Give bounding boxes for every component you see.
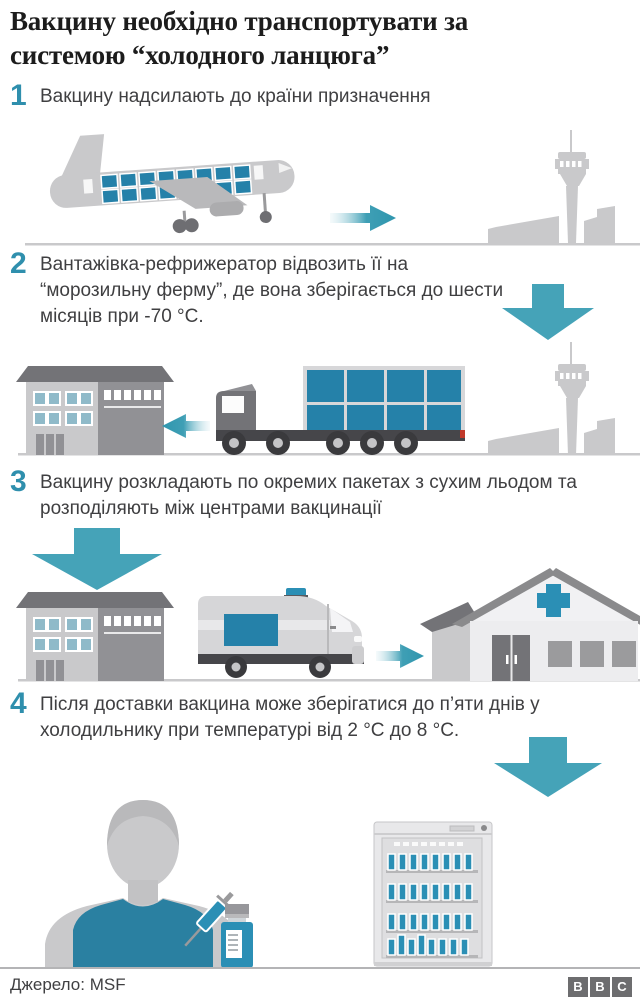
airport-tower-icon <box>488 342 615 455</box>
vaccine-fridge-icon <box>373 821 493 967</box>
source-credit: Джерело: MSF <box>10 975 126 994</box>
step-3-number: 3 <box>10 465 27 498</box>
bbc-logo: B B C <box>568 977 632 997</box>
step-2-text: Вантажівка-рефрижератор відвозить її на … <box>40 254 504 327</box>
down-arrow-icon <box>494 737 602 797</box>
medical-cross-icon <box>537 584 570 617</box>
clinic-icon <box>420 568 640 681</box>
arrow-left-icon <box>162 414 210 438</box>
scene-vaccination <box>45 800 253 968</box>
page-title: Вакцину необхідно транспортувати за сист… <box>10 6 469 70</box>
step-2: 2 Вантажівка-рефрижератор відвозить її н… <box>10 247 510 330</box>
airplane-icon <box>49 134 295 234</box>
step-3: 3 Вакцину розкладають по окремих пакетах… <box>10 465 640 522</box>
step-4: 4 Після доставки вакцина може зберігатис… <box>10 687 640 744</box>
ground-line <box>18 453 640 456</box>
ground-line <box>25 243 640 246</box>
step-1: 1 Вакцину надсилають до країни призначен… <box>10 79 600 112</box>
step-4-text: Після доставки вакцина може зберігатися … <box>40 694 540 741</box>
fridge-hinge <box>481 825 487 831</box>
patient-icon <box>45 800 241 968</box>
arrow-right-icon <box>330 205 396 231</box>
fridge-vent <box>394 842 463 846</box>
vaccine-vial-icon <box>221 904 253 968</box>
vial-rows <box>387 853 473 956</box>
step-1-text: Вакцину надсилають до країни призначення <box>40 86 431 107</box>
bbc-logo-letter: B <box>568 977 588 997</box>
step-2-number: 2 <box>10 247 27 280</box>
scene-van-clinic <box>16 568 640 682</box>
arrow-right-icon <box>376 644 424 668</box>
warehouse-icon <box>16 366 174 455</box>
step-1-number: 1 <box>10 79 27 112</box>
ground-line <box>18 679 640 682</box>
step-4-number: 4 <box>10 687 27 720</box>
bbc-logo-letter: C <box>612 977 632 997</box>
refrigerated-truck-icon <box>216 366 465 455</box>
warehouse-icon <box>16 592 174 681</box>
scene-airplane <box>25 130 640 246</box>
step-3-text: Вакцину розкладають по окремих пакетах з… <box>40 472 577 519</box>
fridge-shelves <box>386 870 478 958</box>
airport-tower-icon <box>488 130 615 243</box>
medical-van-icon <box>198 588 364 678</box>
down-arrow-icon <box>32 528 162 590</box>
scene-truck <box>16 342 640 456</box>
down-arrow-icon <box>502 284 594 340</box>
bbc-logo-letter: B <box>590 977 610 997</box>
footer-divider <box>0 967 640 969</box>
